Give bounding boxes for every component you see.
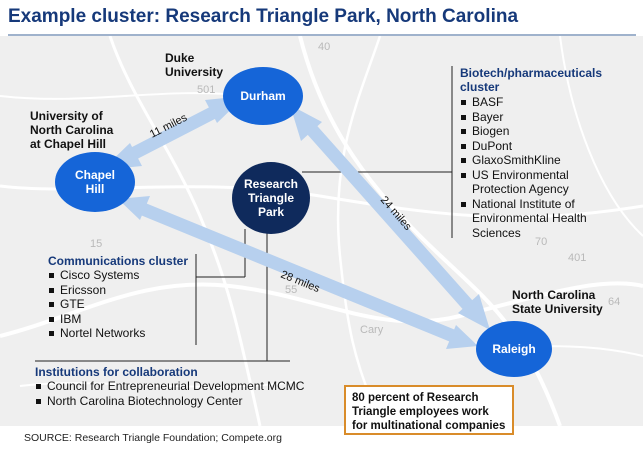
node-rtp-line2: Triangle [247,191,294,205]
map-label-road-40: 40 [318,41,331,53]
duke-line1: Duke [165,51,195,65]
map-label-road-501: 501 [197,84,216,96]
list-item-continuation: Protection Agency [472,182,569,196]
source-note: SOURCE: Research Triangle Foundation; Co… [24,432,282,444]
map-background: Cary 501 15 55 401 40 64 70 [0,35,643,427]
ncsu-line2: State University [512,302,603,316]
list-item: North Carolina Biotechnology Center [35,394,304,409]
list-item: DuPont [460,139,587,154]
node-research-triangle-park [232,162,310,234]
node-rtp-line3: Park [257,205,285,219]
duke-line2: University [165,65,224,79]
unc-line3: at Chapel Hill [30,137,107,151]
map-label-road-401: 401 [568,252,587,264]
institutions-heading: Institutions for collaboration [35,365,198,379]
communications-cluster-list: Cisco Systems Ericsson GTE IBM Nortel Ne… [48,268,145,341]
list-item: Council for Entrepreneurial Development … [35,379,304,394]
list-item: BASF [460,95,587,110]
unc-line2: North Carolina [30,123,114,137]
arrow-chapel-raleigh [118,196,478,349]
list-item: GlaxoSmithKline [460,153,587,168]
node-raleigh-label: Raleigh [492,342,536,356]
callout-line1: 80 percent of Research [352,392,479,404]
biotech-heading-line2: cluster [460,80,500,94]
arrow-durham-raleigh [290,105,490,330]
ncsu-line1: North Carolina [512,288,596,302]
title-divider [8,34,636,36]
node-rtp-line1: Research [243,177,299,191]
map-label-road-64: 64 [608,296,621,308]
list-item: Cisco Systems [48,268,145,283]
employees-callout: 80 percent of Research Triangle employee… [344,385,514,435]
list-item: US Environmental [460,168,587,183]
list-item-continuation: Environmental Health [472,211,587,225]
list-item-continuation: Sciences [472,225,521,240]
list-item: Ericsson [48,283,145,298]
duke-university-label: Duke University [165,51,223,79]
institutions-list: Council for Entrepreneurial Development … [35,379,304,408]
node-chapel-hill-line1: Chapel [74,168,115,182]
map-label-cary: Cary [360,324,384,336]
ncsu-label: North Carolina State University [512,288,603,316]
unc-line1: University of [30,109,103,123]
list-item: Nortel Networks [48,326,145,341]
node-chapel-hill-line2: Hill [85,182,105,196]
list-item: Biogen [460,124,587,139]
map-label-road-55: 55 [285,284,298,296]
list-item: National Institute of [460,197,587,212]
node-rtp-label: Research Triangle Park [232,177,310,219]
unc-label: University of North Carolina at Chapel H… [30,109,113,151]
map-label-road-70: 70 [535,236,548,248]
arrow-chapel-durham [102,96,245,170]
communications-cluster-heading: Communications cluster [48,254,189,268]
list-item: Bayer [460,110,587,125]
biotech-cluster-heading: Biotech/pharmaceuticals cluster [460,66,602,94]
map-label-road-15: 15 [90,238,103,250]
node-durham-label: Durham [240,89,286,103]
node-durham [223,67,303,125]
callout-line2: Triangle employees work [352,406,489,418]
page-title: Example cluster: Research Triangle Park,… [8,6,519,27]
callout-line3: for multinational companies [352,420,506,432]
node-chapel-hill [55,152,135,212]
biotech-cluster-list: BASF Bayer Biogen DuPont GlaxoSmithKline… [460,95,587,240]
node-raleigh [476,321,552,377]
list-item: IBM [48,312,145,327]
biotech-heading-line1: Biotech/pharmaceuticals [460,66,603,80]
node-chapel-hill-label: Chapel Hill [55,168,135,196]
list-item: GTE [48,297,145,312]
